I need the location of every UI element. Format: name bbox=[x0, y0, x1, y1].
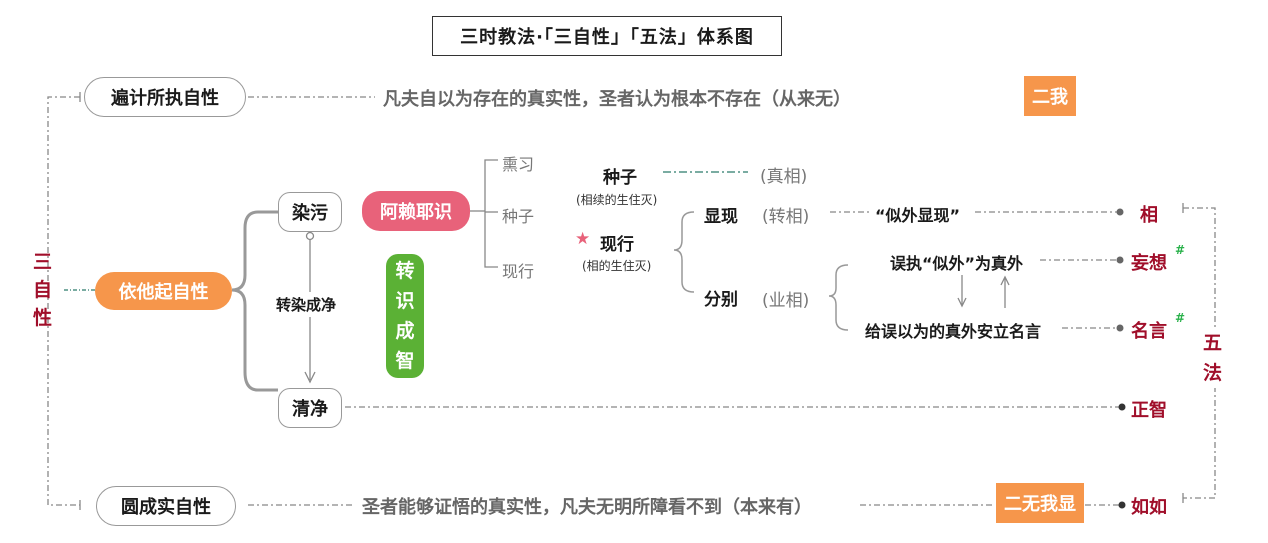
hash-mark-2: # bbox=[1175, 311, 1186, 325]
three-natures-char-2: 自 bbox=[33, 279, 53, 301]
five-dharma-suchness: 如如 bbox=[1131, 497, 1167, 518]
transform-wisdom-char-1: 转 bbox=[395, 260, 415, 282]
paratantra-node: 依他起自性 bbox=[95, 272, 232, 310]
pure-node: 清净 bbox=[278, 388, 342, 428]
five-dharma-discrimination: 妄想 bbox=[1131, 253, 1167, 274]
appear-tag: (转相) bbox=[762, 207, 810, 227]
parikalpita-node: 遍计所执自性 bbox=[84, 77, 246, 117]
manifest-sub: (相的生住灭) bbox=[582, 259, 652, 273]
branch-seed: 种子 bbox=[502, 207, 535, 226]
three-natures-char-1: 三 bbox=[33, 251, 53, 273]
transform-wisdom-char-3: 成 bbox=[395, 320, 415, 342]
two-no-self-badge: 二无我显 bbox=[996, 483, 1084, 523]
two-self-badge: 二我 bbox=[1024, 76, 1076, 116]
diagram-title: 三时教法·「三自性」「五法」体系图 bbox=[432, 16, 782, 56]
appear-label: 显现 bbox=[704, 207, 738, 227]
defiled-node: 染污 bbox=[278, 192, 342, 232]
transform-label: 转染成净 bbox=[276, 292, 337, 317]
misgrasp-text: 误执“似外”为真外 bbox=[890, 254, 1024, 273]
hash-mark-1: # bbox=[1175, 243, 1186, 257]
branch-manifest: 现行 bbox=[502, 262, 535, 281]
five-dharma-sign: 相 bbox=[1140, 205, 1158, 226]
five-dharma-right-wisdom: 正智 bbox=[1131, 400, 1167, 421]
parinispanna-description: 圣者能够证悟的真实性，凡夫无明所障看不到（本来有） bbox=[362, 497, 812, 518]
alaya-node: 阿赖耶识 bbox=[362, 191, 470, 231]
three-natures-char-3: 性 bbox=[33, 307, 53, 329]
appear-quote: “似外显现” bbox=[875, 206, 961, 225]
naming-text: 给误以为的真外安立名言 bbox=[865, 322, 1042, 341]
transform-wisdom-node: 转 识 成 智 bbox=[386, 254, 424, 378]
discriminate-tag: (业相) bbox=[762, 291, 810, 311]
transform-wisdom-char-4: 智 bbox=[395, 350, 415, 372]
manifest-label: 现行 bbox=[600, 235, 634, 255]
five-dharmas-char-2: 法 bbox=[1203, 362, 1223, 384]
five-dharmas-label: 五 法 bbox=[1203, 328, 1223, 388]
parinispanna-node: 圆成实自性 bbox=[96, 486, 236, 526]
five-dharmas-char-1: 五 bbox=[1203, 332, 1223, 354]
seed-label: 种子 bbox=[603, 168, 637, 188]
parikalpita-description: 凡夫自以为存在的真实性，圣者认为根本不存在（从来无） bbox=[383, 89, 851, 110]
three-natures-label: 三 自 性 bbox=[33, 248, 52, 332]
transform-wisdom-char-2: 识 bbox=[395, 290, 415, 312]
branch-perfuming: 熏习 bbox=[502, 155, 535, 174]
discriminate-label: 分别 bbox=[704, 290, 738, 310]
seed-tag: (真相) bbox=[760, 167, 808, 187]
star-icon: ★ bbox=[575, 229, 591, 249]
five-dharma-name: 名言 bbox=[1131, 321, 1167, 342]
seed-sub: (相续的生住灭) bbox=[576, 193, 658, 207]
